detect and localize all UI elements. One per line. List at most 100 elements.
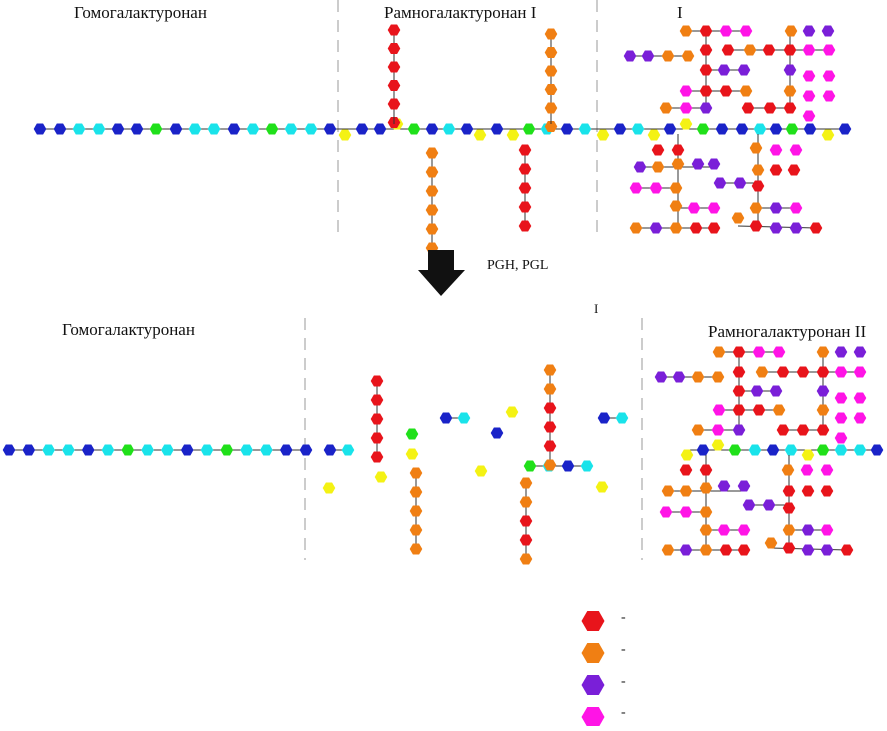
bottom-rg2-backbone-unit [766,444,780,456]
top-rg2-unit [669,200,683,212]
top-rg2-unit [699,64,713,76]
bottom-rg2-unit [699,464,713,476]
bottom-rg2-unit [699,524,713,536]
top-rg2-unit [719,25,733,37]
bottom-rg2-unit [782,524,796,536]
top-backbone-unit [769,123,783,135]
bottom-rg1-chain-2-unit [543,364,557,376]
bottom-rg2-unit [782,502,796,514]
top-backbone-unit [33,123,47,135]
bottom-rg2-unit [742,499,756,511]
bottom-free-monomer [405,448,419,460]
bottom-rg2-unit [679,464,693,476]
bottom-rg2-unit [801,544,815,556]
bottom-rg2-unit [750,385,764,397]
bottom-rg2-unit [679,485,693,497]
bottom-rg2-unit [755,366,769,378]
bottom-hg-chain-unit [141,444,154,456]
top-rg2-unit [784,25,798,37]
top-rg2-unit [671,158,685,170]
top-backbone-unit [53,123,67,135]
top-backbone-unit [284,123,298,135]
bottom-rg2-unit [699,506,713,518]
bottom-rg2-unit [737,524,751,536]
top-rg2-unit [707,222,721,234]
bottom-hg-chain-unit [101,444,115,456]
bottom-rg1-chain-4-unit [519,515,533,527]
bottom-rg2-unit [834,366,848,378]
bottom-rg2-backbone-unit [748,444,762,456]
bottom-rg2-unit [712,346,726,358]
top-rg1-chain-down-2-unit [518,220,532,232]
top-rg2-unit [783,102,797,114]
bottom-rg2-unit [712,404,726,416]
legend-hexagon-purple [581,675,605,695]
top-rg1-chain-down-1-unit [425,223,439,235]
bottom-fragment-bc-2-unit [457,412,471,424]
bottom-rg2-unit [853,366,867,378]
bottom-hg-chain-unit [22,444,36,456]
top-rg2-unit [707,202,721,214]
bottom-rg2-unit [782,485,796,497]
bottom-title-homogalacturonan: Гомогалактуронан [62,320,195,339]
top-rg2-unit [733,177,747,189]
legend-dash-2: - [621,642,626,657]
bottom-rg2-unit [834,346,848,358]
bottom-rg2-backbone-unit [728,444,742,456]
bottom-rg2-unit [801,485,815,497]
bottom-rg1-chain-1-unit [370,432,384,444]
bottom-rg2-unit [781,464,795,476]
bottom-hg-chain-unit [42,444,55,456]
bottom-hg-chain-unit [220,444,234,456]
top-rg2-unit [802,110,816,122]
top-backbone-unit [696,123,710,135]
bottom-rg2-unit [776,366,790,378]
bottom-rg2-unit [659,506,673,518]
top-backbone-unit [169,123,183,135]
bottom-rg2-unit [820,524,834,536]
top-backbone-unit [631,123,645,135]
bottom-rg2-backbone-unit [816,444,830,456]
bottom-rg2-unit [654,371,668,383]
bottom-rg2-unit [820,544,834,556]
bottom-rg2-unit [816,424,830,436]
bottom-rg2-unit [834,412,848,424]
top-backbone-unit [149,123,163,135]
top-rg2-unit [651,144,665,156]
bottom-rg2-unit [679,544,693,556]
top-rg1-chain-up-2-unit [544,65,558,77]
bottom-rg2-unit [816,385,830,397]
bottom-hg-chain-unit [81,444,95,456]
top-rg2-unit [743,44,757,56]
bottom-rg2-unit [801,524,815,536]
bottom-hg-chain-unit [240,444,253,456]
top-rg2-unit [802,44,816,56]
top-rg2-unit [821,25,835,37]
top-backbone-unit [785,123,799,135]
legend-dash-1: - [621,610,626,625]
bottom-rg1-chain-3-unit [409,467,423,479]
top-rg2-unit [749,142,763,154]
bottom-rg2-unit [834,432,848,444]
top-backbone-unit [821,129,835,141]
top-rg1-chain-down-2-unit [518,144,532,156]
bottom-hg-chain-unit [121,444,135,456]
bottom-rg1-chain-3-unit [409,543,423,555]
top-backbone-unit [753,123,767,135]
top-rg1-chain-down-1-unit [425,204,439,216]
bottom-fragment-gcbc-unit [561,460,575,472]
top-backbone-unit [663,123,677,135]
top-backbone-unit [442,123,456,135]
bottom-rg2-unit [816,404,830,416]
bottom-rg2-unit [853,346,867,358]
top-rg2-unit [679,102,693,114]
bottom-free-monomer [595,481,609,493]
bottom-fragment-bc-1-unit [341,444,355,456]
top-rg2-unit [707,158,721,170]
bottom-rg2-unit [672,371,686,383]
bottom-rg2-unit [752,404,766,416]
top-rg2-unit [691,158,705,170]
top-backbone-unit [188,123,202,135]
process-arrow-head [418,270,465,296]
